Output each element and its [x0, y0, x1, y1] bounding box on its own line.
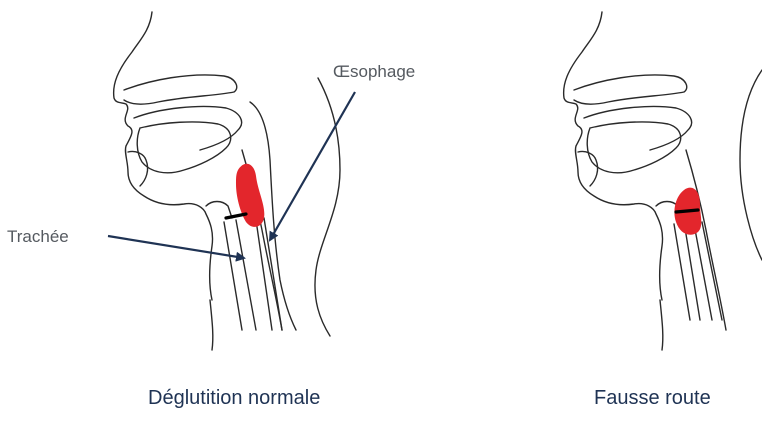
epiglottis-normal: [226, 214, 246, 218]
nasal-cavity-normal: [124, 75, 237, 104]
nasal-cavity-fausse: [574, 75, 687, 104]
tongue-fausse: [587, 122, 680, 173]
chin-line-fausse: [660, 300, 663, 350]
jaw-fausse: [578, 151, 598, 186]
trachee-arrow: [108, 236, 244, 258]
face-profile-normal: [114, 12, 213, 300]
outer-neck-normal: [315, 78, 340, 336]
esophagus-line-2-fausse: [702, 222, 722, 320]
esophagus-line-1-fausse: [694, 224, 712, 320]
caption-fausse-route: Fausse route: [594, 387, 711, 410]
face-profile-fausse: [564, 12, 663, 300]
tongue-normal: [137, 122, 230, 173]
label-trachee: Trachée: [7, 227, 69, 247]
caption-normal-swallow: Déglutition normale: [148, 387, 320, 410]
jaw-normal: [128, 151, 148, 186]
esophagus-line-1-normal: [256, 220, 272, 330]
trachea-line-1-fausse: [674, 224, 690, 320]
chin-line-normal: [210, 300, 213, 350]
oesophage-arrow: [270, 92, 355, 240]
fausse-route-head: [564, 12, 762, 350]
trachea-line-2-fausse: [684, 222, 700, 320]
normal-swallow-head: [114, 12, 340, 350]
label-oesophage: Œsophage: [333, 62, 415, 82]
epiglottis-fausse: [676, 210, 698, 212]
larynx-normal: [206, 202, 232, 219]
outer-neck-fausse: [740, 70, 762, 260]
bolus-normal: [236, 164, 264, 227]
